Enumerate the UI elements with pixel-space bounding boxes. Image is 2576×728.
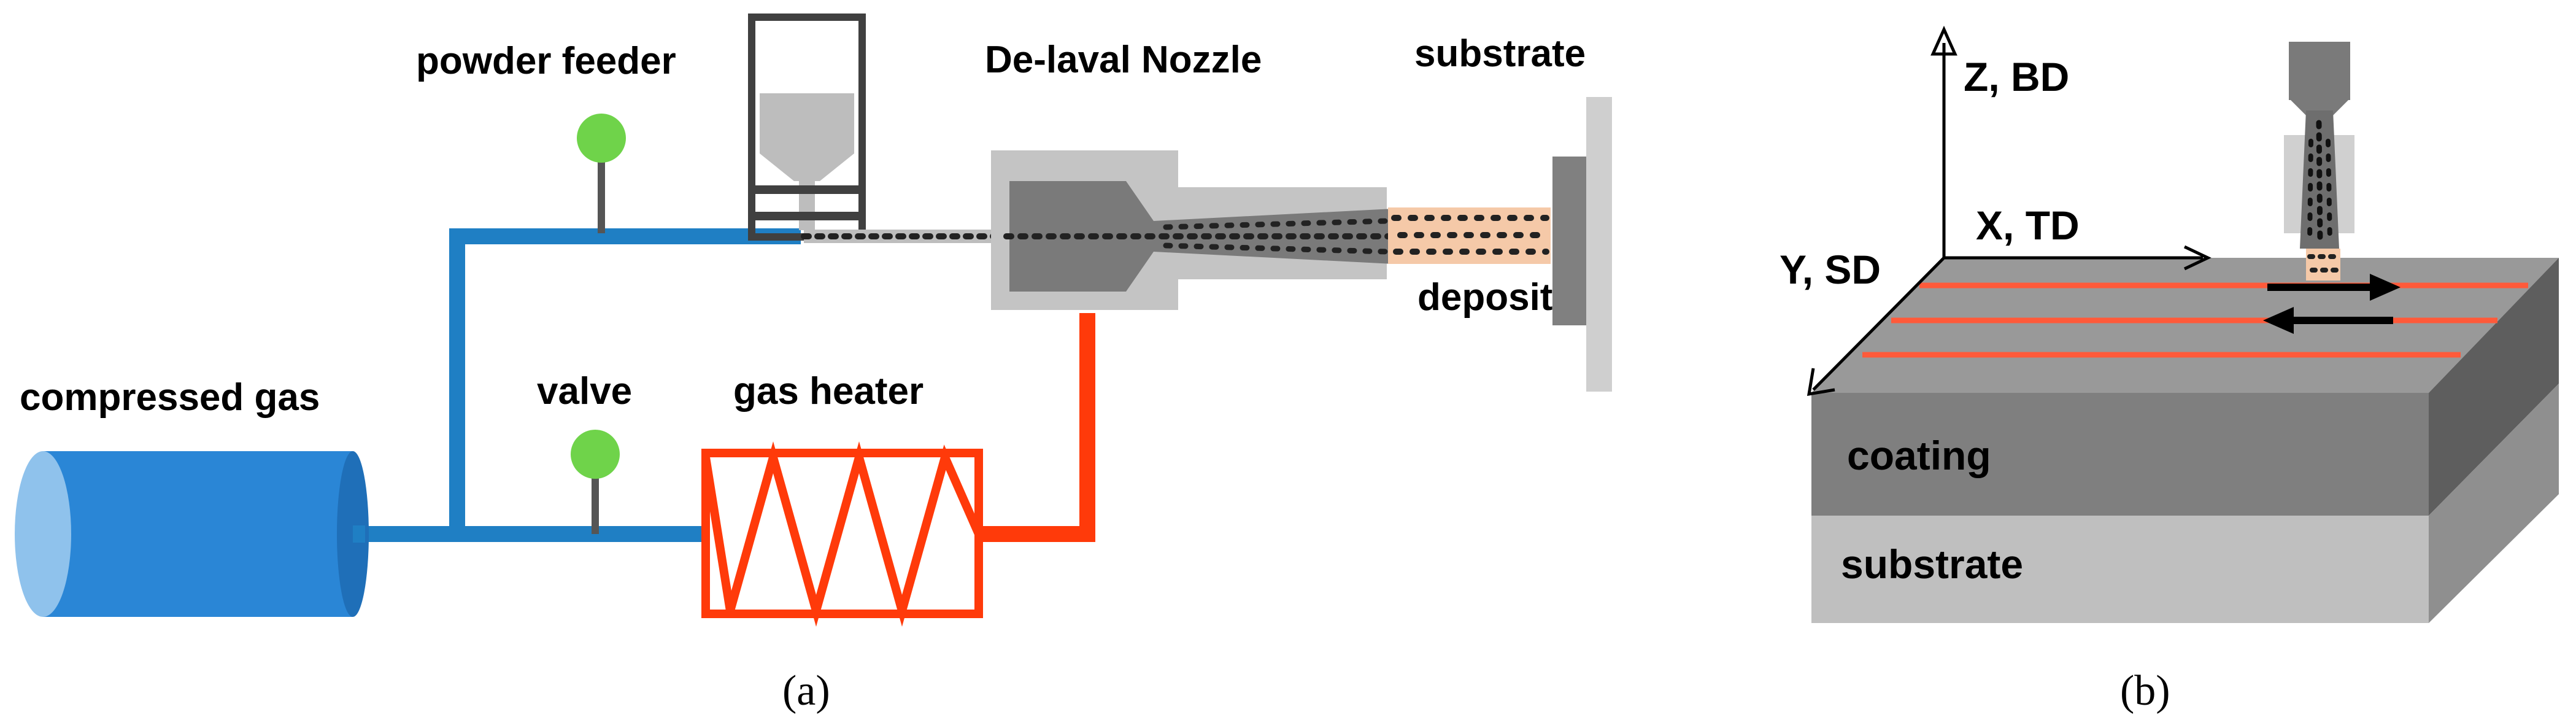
substrate-plate-icon — [1552, 97, 1612, 392]
substrate-block — [1811, 516, 2429, 623]
axis-arrows-icon — [1807, 25, 2212, 397]
valve-lower-icon — [571, 430, 620, 534]
gas-cylinder-icon — [15, 451, 369, 617]
label-deposit: deposit — [1417, 276, 1552, 319]
panel-b-scan-schematic: Z, BD X, TD Y, SD coating substrate (b) — [1780, 25, 2559, 714]
spray-nozzle-icon — [2284, 42, 2354, 281]
panel-a-schematic: powder feeder De-laval Nozzle substrate … — [15, 14, 1612, 714]
label-substrate-a: substrate — [1414, 33, 1586, 75]
label-valve: valve — [537, 370, 632, 412]
label-substrate-b: substrate — [1841, 541, 2023, 587]
substrate-side-face — [2429, 384, 2559, 623]
label-y-axis: Y, SD — [1780, 247, 1881, 292]
label-compressed-gas: compressed gas — [20, 376, 320, 419]
valve-upper-icon — [577, 114, 626, 233]
gas-heater-icon — [701, 441, 983, 627]
label-powder-feeder: powder feeder — [416, 40, 676, 82]
label-z-axis: Z, BD — [1964, 54, 2069, 99]
powder-feeder-icon — [748, 14, 866, 241]
coating-layer — [1811, 393, 2429, 516]
deposit-jet-icon — [1388, 207, 1551, 264]
caption-a: (a) — [782, 667, 830, 714]
coating-side-face — [2429, 258, 2559, 516]
nozzle-icon — [991, 150, 1393, 310]
label-coating: coating — [1847, 433, 1991, 478]
label-nozzle: De-laval Nozzle — [985, 39, 1262, 81]
label-x-axis: X, TD — [1976, 203, 2080, 248]
heated-gas-line — [979, 313, 1095, 542]
label-gas-heater: gas heater — [733, 370, 924, 412]
caption-b: (b) — [2120, 667, 2170, 714]
scan-direction-arrows-icon — [2263, 274, 2401, 334]
